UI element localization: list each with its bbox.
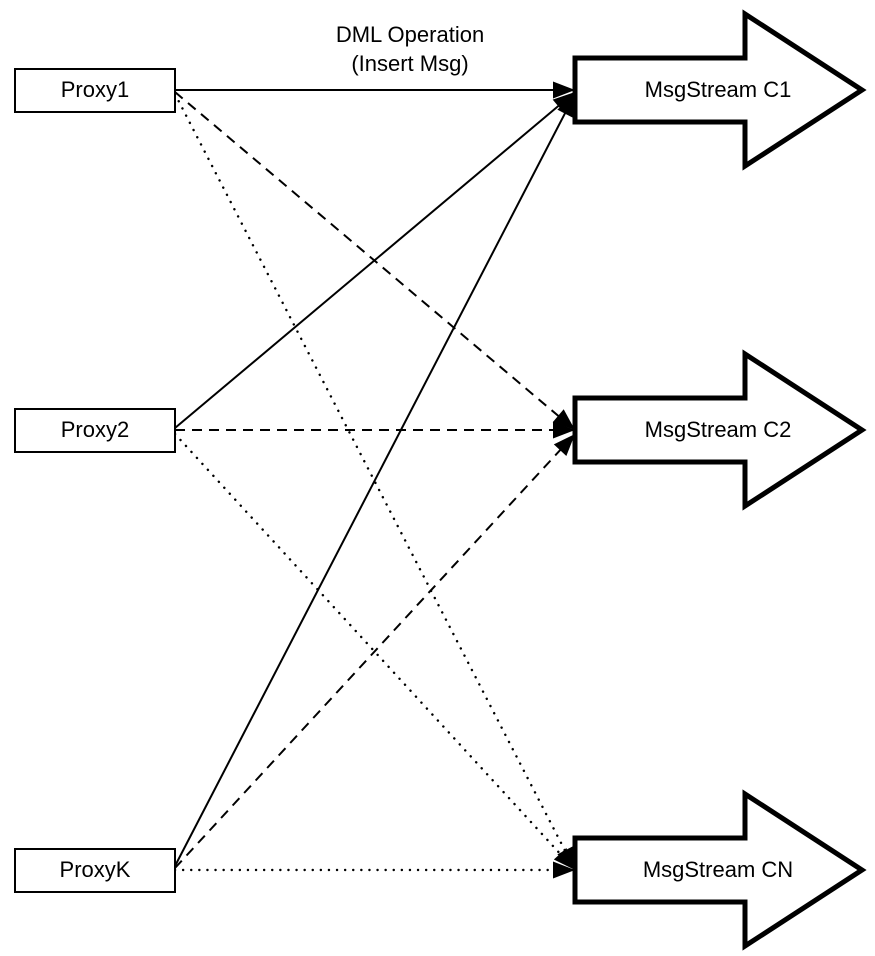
connection-line-dashed (174, 91, 565, 422)
arrowhead-proxy2-cn (553, 848, 575, 870)
connection-proxy2-cn[interactable] (173, 432, 567, 861)
connection-proxyk-c1[interactable] (174, 105, 570, 867)
arrowheads-layer (552, 81, 575, 879)
proxy-label: Proxy2 (61, 417, 129, 442)
proxy-label: Proxy1 (61, 77, 129, 102)
connection-proxyk-c2[interactable] (174, 443, 567, 869)
annotations-layer: DML Operation (Insert Msg) (336, 22, 484, 76)
annotation-line-2: (Insert Msg) (351, 51, 468, 76)
connection-line-dotted (173, 92, 570, 859)
stream-arrow-shape (572, 789, 867, 951)
proxy-node-proxy1[interactable]: Proxy1 (14, 68, 176, 113)
stream-node-stream-c2[interactable]: MsgStream C2 (572, 349, 867, 511)
arrowhead-proxy2-c1 (552, 92, 575, 113)
stream-arrow-shape (572, 349, 867, 511)
connection-proxy1-cn[interactable] (173, 92, 570, 859)
connection-line-dotted (173, 432, 567, 861)
connection-line-dashed (174, 443, 567, 869)
proxy-node-proxy2[interactable]: Proxy2 (14, 408, 176, 453)
arrowhead-proxy1-c1 (553, 81, 575, 99)
connection-line-solid (174, 100, 565, 429)
arrowhead-proxy2-c2 (553, 421, 575, 439)
annotation-line-1: DML Operation (336, 22, 484, 47)
proxy-box-rect (14, 848, 176, 893)
proxy-box-rect (14, 408, 176, 453)
connection-proxy1-c2[interactable] (174, 91, 565, 422)
stream-arrow-shape (572, 9, 867, 171)
stream-node-stream-c1[interactable]: MsgStream C1 (572, 9, 867, 171)
proxy-node-proxyk[interactable]: ProxyK (14, 848, 176, 893)
stream-node-stream-cn[interactable]: MsgStream CN (572, 789, 867, 951)
connections-layer (173, 89, 570, 872)
arrowhead-proxyk-c2 (553, 434, 575, 456)
arrowhead-proxy1-c2 (552, 409, 575, 430)
proxy-box-rect (14, 68, 176, 113)
connection-line-solid (174, 105, 570, 867)
arrowhead-proxyk-c1 (557, 94, 575, 118)
proxy-label: ProxyK (60, 857, 131, 882)
connection-proxy2-c1[interactable] (174, 100, 565, 429)
arrowhead-proxyk-cn (553, 861, 575, 879)
streams-layer: MsgStream C1 MsgStream C2 MsgStream CN (572, 9, 867, 951)
annotation-dml-operation: DML Operation (Insert Msg) (336, 22, 484, 76)
stream-label: MsgStream C2 (645, 417, 792, 442)
stream-label: MsgStream CN (643, 857, 793, 882)
stream-label: MsgStream C1 (645, 77, 792, 102)
